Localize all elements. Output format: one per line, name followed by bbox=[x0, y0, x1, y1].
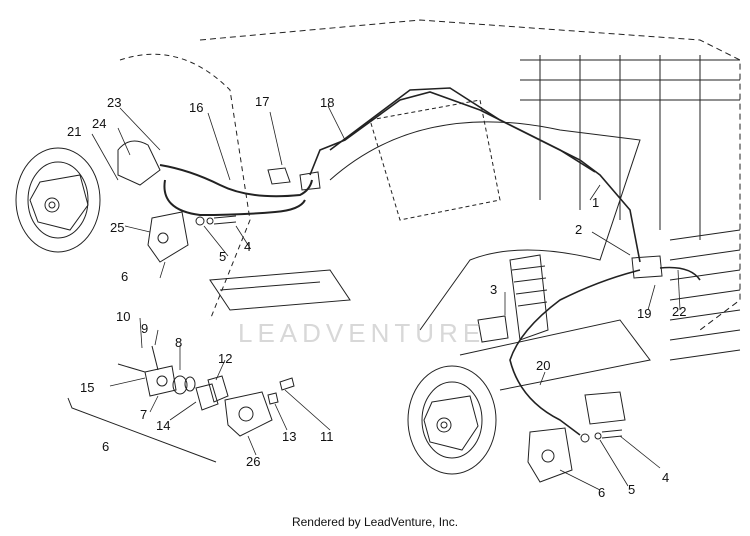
callout-24: 24 bbox=[92, 116, 107, 131]
callout-7: 7 bbox=[140, 407, 148, 422]
callout-9: 9 bbox=[141, 321, 149, 336]
callout-11: 11 bbox=[320, 429, 334, 444]
callout-1: 1 bbox=[592, 195, 600, 210]
rear-a-arm bbox=[459, 319, 651, 391]
watermark-text: LEADVENTURE bbox=[238, 318, 486, 348]
callout-25: 25 bbox=[110, 220, 125, 235]
callout-26: 26 bbox=[246, 454, 261, 469]
callout-6-assembly: 6 bbox=[102, 439, 110, 454]
callout-4-rear: 4 bbox=[662, 470, 670, 485]
rear-bracket bbox=[584, 391, 626, 425]
brake-line-main bbox=[309, 91, 641, 263]
callout-14: 14 bbox=[156, 418, 171, 433]
callout-15: 15 bbox=[80, 380, 95, 395]
rear-line-2 bbox=[659, 266, 701, 281]
junction-block bbox=[631, 255, 663, 279]
callout-6-rear: 6 bbox=[598, 485, 606, 500]
master-cylinder bbox=[117, 140, 161, 186]
callout-23: 23 bbox=[107, 95, 122, 110]
callout-6-front: 6 bbox=[121, 269, 129, 284]
leader-lines bbox=[91, 105, 681, 491]
callout-4-front: 4 bbox=[244, 239, 252, 254]
rear-caliper bbox=[527, 427, 573, 483]
callout-18: 18 bbox=[320, 95, 335, 110]
callout-19: 19 bbox=[637, 306, 652, 321]
callout-12: 12 bbox=[218, 351, 233, 366]
footer-credit: Rendered by LeadVenture, Inc. bbox=[291, 515, 459, 529]
footwell bbox=[209, 269, 351, 311]
seat-frame bbox=[369, 99, 501, 221]
callout-13: 13 bbox=[282, 429, 297, 444]
callout-21: 21 bbox=[67, 124, 82, 139]
bump-stop bbox=[477, 315, 509, 343]
frame-outline bbox=[199, 19, 741, 331]
front-line bbox=[163, 179, 306, 217]
callout-2: 2 bbox=[575, 222, 583, 237]
callout-10: 10 bbox=[116, 309, 131, 324]
front-fender bbox=[119, 53, 251, 321]
callout-17: 17 bbox=[255, 94, 270, 109]
front-hub bbox=[15, 147, 101, 253]
rear-shock bbox=[509, 254, 549, 341]
exploded-caliper bbox=[117, 345, 295, 437]
callout-22: 22 bbox=[672, 304, 687, 319]
callout-5-rear: 5 bbox=[628, 482, 636, 497]
rear-grille bbox=[669, 229, 741, 361]
callout-16: 16 bbox=[189, 100, 204, 115]
brake-line-upper bbox=[329, 87, 596, 173]
callout-20: 20 bbox=[536, 358, 551, 373]
callout-8: 8 bbox=[175, 335, 183, 350]
assembly-bracket bbox=[67, 397, 217, 463]
rear-fender bbox=[329, 121, 641, 331]
rear-hub bbox=[407, 365, 497, 475]
callout-5-front: 5 bbox=[219, 249, 227, 264]
callout-3: 3 bbox=[490, 282, 498, 297]
front-caliper-a bbox=[147, 211, 189, 263]
rear-line bbox=[509, 269, 641, 436]
